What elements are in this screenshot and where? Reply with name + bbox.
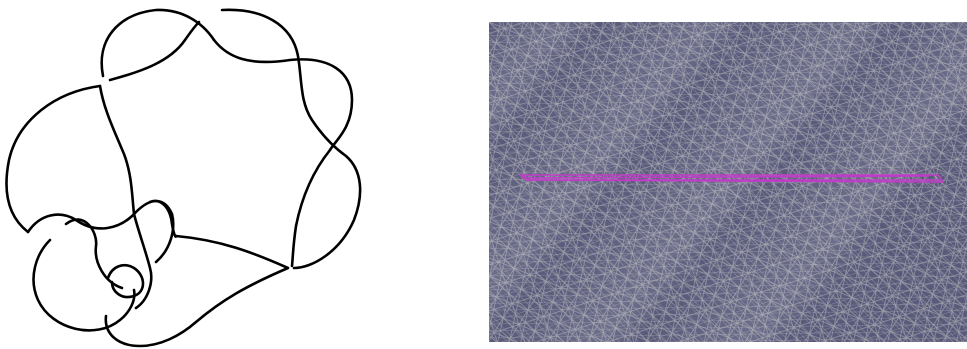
knot-diagram-panel [0, 0, 470, 349]
knot-strand [6, 86, 100, 232]
knot-strand [108, 265, 143, 297]
knot-diagram [0, 0, 470, 349]
mesh-panel [489, 22, 967, 342]
knot-strand [28, 201, 173, 262]
knot-strand [102, 10, 214, 76]
knot-strand [66, 220, 122, 288]
knot-strand [292, 150, 330, 266]
knot-strand [34, 240, 135, 330]
knot-strand [214, 40, 352, 150]
knot-strand [100, 86, 134, 214]
triangulated-mesh [489, 22, 967, 342]
knot-strand [110, 22, 199, 80]
